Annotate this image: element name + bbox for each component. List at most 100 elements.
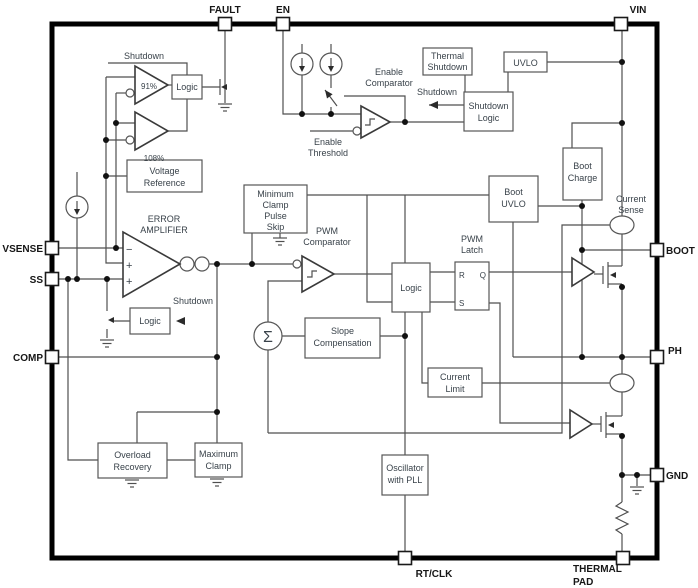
summing-node	[253, 321, 283, 351]
label-minclamp-1: Minimum	[257, 189, 294, 199]
block-min-clamp	[243, 184, 308, 234]
ea-minus: −	[126, 244, 132, 256]
label-sdlogic-2: Logic	[478, 113, 500, 123]
pin-rtclk	[397, 550, 413, 566]
label-bootcharge-1: Boot	[573, 161, 592, 171]
block-boot-uvlo	[488, 175, 539, 223]
inverting-bubble-icon	[125, 88, 135, 98]
mosfet-body-arrow-icon	[610, 272, 616, 278]
label-thermalsd-2: Shutdown	[427, 62, 467, 72]
low-side-driver	[569, 408, 594, 440]
block-oscillator	[381, 454, 429, 496]
block-shutdown-logic	[463, 91, 514, 132]
current-sense-bottom-icon	[609, 373, 635, 393]
pin-vsense	[44, 240, 60, 256]
pin-label-fault: FAULT	[209, 5, 240, 16]
pin-gnd	[649, 467, 665, 483]
label-overload-1: Overload	[114, 450, 151, 460]
block-overload-recovery	[97, 442, 168, 479]
pin-ph	[649, 349, 665, 365]
pin-label-rtclk: RT/CLK	[416, 569, 453, 580]
pin-label-vin: VIN	[630, 5, 647, 16]
label-slope-1: Slope	[331, 326, 354, 336]
pin-boot	[649, 242, 665, 258]
label-currlimit-2: Limit	[445, 384, 465, 394]
block-voltage-reference	[126, 159, 203, 193]
hysteresis-icon	[307, 270, 317, 278]
block-logic-fault	[171, 74, 203, 100]
pin-label-ph: PH	[668, 346, 682, 357]
label-maxclamp-2: Clamp	[205, 461, 231, 471]
pin-label-en: EN	[276, 5, 290, 16]
label-erramp-2: AMPLIFIER	[140, 225, 188, 235]
block-maximum-clamp	[194, 442, 243, 478]
arrowheads	[108, 84, 616, 428]
label-bootuvlo-2: UVLO	[501, 199, 526, 209]
pwm-comparator	[301, 254, 336, 294]
label-enthresh-2: Threshold	[308, 148, 348, 158]
block-pwm-latch	[454, 261, 490, 311]
latch-q: Q	[480, 271, 486, 280]
pin-fault	[217, 16, 233, 32]
pin-label-thermal-2: PAD	[573, 577, 593, 588]
sigma-symbol: Σ	[263, 329, 273, 346]
label-slope-2: Compensation	[313, 338, 371, 348]
ea-plus: +	[126, 260, 132, 272]
label-logic-main: Logic	[400, 283, 422, 293]
junction-dots	[65, 59, 640, 478]
label-enthresh-1: Enable	[314, 137, 342, 147]
labels: FAULT EN VIN VSENSE SS COMP BOOT PH GND …	[2, 5, 694, 588]
label-erramp-1: ERROR	[148, 214, 181, 224]
label-maxclamp-1: Maximum	[199, 449, 238, 459]
signal-shutdown-topleft: Shutdown	[124, 51, 164, 61]
label-logic-ss: Logic	[139, 316, 161, 326]
block-logic-main	[391, 262, 431, 313]
label-uvlo: UVLO	[513, 58, 538, 68]
pin-label-thermal-1: THERMAL	[573, 564, 622, 575]
label-overload-2: Recovery	[113, 462, 152, 472]
block-current-limit	[427, 367, 483, 398]
mosfet-body-arrow-icon	[608, 422, 614, 428]
high-side-driver	[571, 256, 596, 288]
label-bootcharge-2: Charge	[568, 173, 598, 183]
block-uvlo	[503, 51, 548, 73]
label-thermalsd-1: Thermal	[431, 51, 464, 61]
pin-label-ss: SS	[30, 275, 44, 286]
error-amplifier	[122, 230, 182, 299]
ground-symbols	[100, 103, 644, 495]
latch-r: R	[459, 271, 465, 280]
label-osc-2: with PLL	[387, 475, 423, 485]
mosfet-body-arrow-icon	[108, 317, 114, 323]
latch-s: S	[459, 299, 464, 308]
pin-label-comp: COMP	[13, 353, 43, 364]
pin-en	[275, 16, 291, 32]
pin-vin	[613, 16, 629, 32]
signal-shutdown-mid: Shutdown	[417, 87, 457, 97]
label-currsense-1: Current	[616, 194, 647, 204]
blocks	[97, 47, 603, 496]
label-108pct: 108%	[144, 154, 164, 163]
label-minclamp-4: Skip	[267, 222, 285, 232]
block-boot-charge	[562, 147, 603, 201]
pin-label-boot: BOOT	[666, 246, 695, 257]
ea-output-node-icon	[194, 256, 210, 272]
block-thermal-shutdown	[422, 47, 473, 76]
hysteresis-icon	[365, 118, 375, 126]
label-encomp-1: Enable	[375, 67, 403, 77]
label-pwmcomp-1: PWM	[316, 226, 338, 236]
label-pwmlatch-1: PWM	[461, 234, 483, 244]
label-sdlogic-1: Shutdown	[468, 101, 508, 111]
pin-comp	[44, 349, 60, 365]
label-currsense-2: Sense	[618, 205, 644, 215]
label-logic-fault: Logic	[176, 82, 198, 92]
block-logic-ss	[129, 307, 171, 335]
label-pwmcomp-2: Comparator	[303, 237, 351, 247]
label-minclamp-2: Clamp	[262, 200, 288, 210]
label-minclamp-3: Pulse	[264, 211, 287, 221]
pin-thermal-pad	[615, 550, 631, 566]
ea-output-node-icon	[179, 256, 195, 272]
comparator-91pct	[134, 64, 170, 106]
label-vref-1: Voltage	[149, 166, 179, 176]
pin-label-vsense: VSENSE	[2, 244, 43, 255]
